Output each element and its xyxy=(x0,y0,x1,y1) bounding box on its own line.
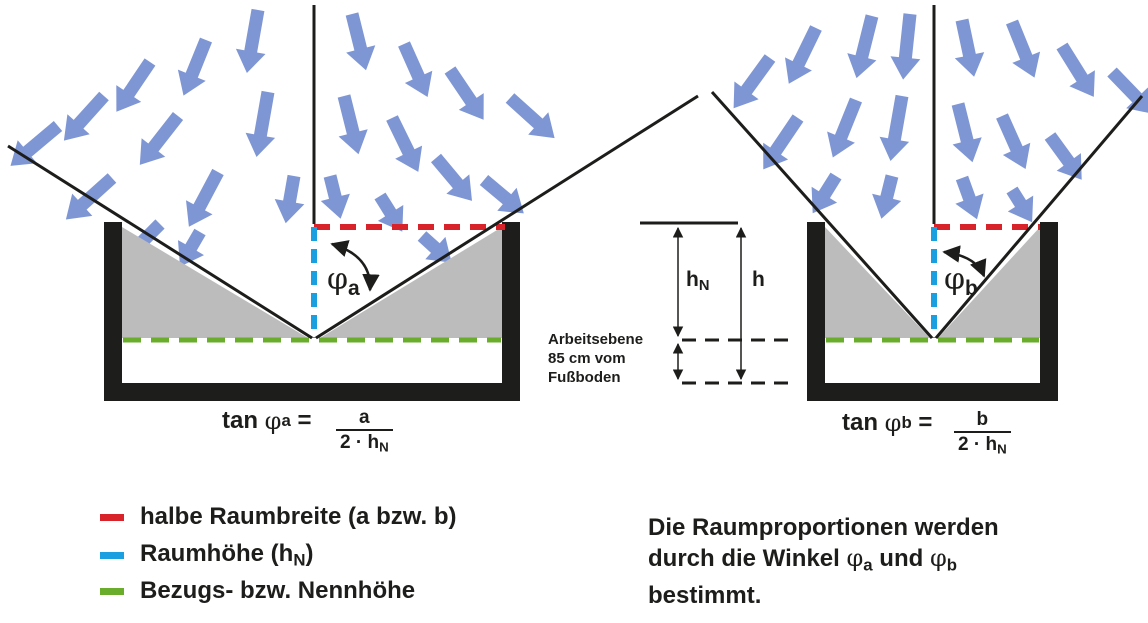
arrow-down-icon xyxy=(1056,42,1095,97)
formula-b-fraction: b 2 · hN xyxy=(954,410,1011,457)
legend-swatch-red xyxy=(100,513,124,521)
arrow-down-icon xyxy=(320,174,350,219)
room-a-view-line-left xyxy=(7,144,313,340)
arrow-down-icon xyxy=(872,174,902,219)
arrow-down-icon xyxy=(444,66,484,120)
arrow-down-icon xyxy=(847,14,879,79)
arrow-down-icon xyxy=(417,231,452,263)
arrow-down-icon xyxy=(996,113,1031,169)
room-a-fill-right xyxy=(320,227,502,338)
room-b-view-line-right xyxy=(934,95,1144,339)
legend-item-green: Bezugs- bzw. Nennhöhe xyxy=(100,577,415,605)
arrow-down-icon xyxy=(10,121,63,166)
legend-swatch-blue xyxy=(100,551,124,559)
room-a-walls xyxy=(104,222,520,401)
arrow-down-icon xyxy=(505,93,555,139)
fraction-bar xyxy=(336,428,393,431)
arrow-down-icon xyxy=(398,41,433,97)
arrow-down-icon xyxy=(386,115,423,172)
room-b-fill-right xyxy=(938,227,1040,338)
room-b-view-line-left xyxy=(710,91,934,339)
arrow-down-icon xyxy=(479,175,524,214)
arrow-down-icon xyxy=(1006,186,1034,223)
arrow-down-icon xyxy=(431,153,472,201)
formula-a-fraction: a 2 · hN xyxy=(336,408,393,455)
arrow-down-icon xyxy=(337,94,368,155)
work-plane-label: Arbeitsebene 85 cm vom Fußboden xyxy=(548,331,644,386)
fraction-bar xyxy=(954,430,1011,433)
room-b xyxy=(710,5,1144,401)
curved-double-arrow-icon xyxy=(330,240,380,292)
curved-double-arrow-icon xyxy=(942,245,987,278)
room-a xyxy=(7,5,699,401)
arrow-down-icon xyxy=(139,112,184,165)
arrow-down-icon xyxy=(177,37,212,96)
arrow-down-icon xyxy=(186,168,224,227)
arrow-down-icon xyxy=(890,13,921,80)
arrow-down-icon xyxy=(274,174,305,224)
arrow-down-icon xyxy=(345,12,376,71)
room-b-walls xyxy=(807,222,1058,401)
arrow-down-icon xyxy=(951,102,982,163)
arrow-down-icon xyxy=(955,175,984,220)
height-dimension-schematic xyxy=(640,221,796,385)
daylight-arrows-left xyxy=(10,8,555,267)
h-label: h xyxy=(752,268,765,291)
room-a-fill-left xyxy=(122,227,308,338)
legend-item-blue: Raumhöhe (hN) xyxy=(100,540,313,571)
arrow-down-icon xyxy=(1006,19,1041,78)
arrow-down-icon xyxy=(954,18,985,77)
arrow-down-icon xyxy=(811,172,842,214)
explanation-note: Die Raumproportionen werden durch die Wi… xyxy=(648,514,999,609)
legend-swatch-green xyxy=(100,587,124,595)
arrow-down-icon xyxy=(1107,67,1148,113)
arrow-down-icon xyxy=(879,94,910,161)
arrow-down-icon xyxy=(374,192,404,232)
angle-label-a: φa xyxy=(327,262,360,300)
angle-label-b: φb xyxy=(944,262,978,300)
legend-item-red: halbe Raumbreite (a bzw. b) xyxy=(100,503,457,531)
arrow-down-icon xyxy=(116,58,156,112)
arrow-down-icon xyxy=(827,97,862,158)
room-b-fill-left xyxy=(825,227,930,338)
arrow-down-icon xyxy=(235,8,266,73)
arrow-down-icon xyxy=(63,91,109,141)
arrow-down-icon xyxy=(785,25,822,84)
arrow-down-icon xyxy=(763,114,804,170)
arrow-down-icon xyxy=(65,173,117,220)
arrow-down-icon xyxy=(245,90,276,157)
room-a-view-line-right xyxy=(315,94,699,340)
arrow-down-icon xyxy=(1044,132,1082,180)
hN-label: hN xyxy=(686,268,710,295)
daylight-arrows-right xyxy=(733,13,1148,223)
arrow-down-icon xyxy=(733,54,776,109)
